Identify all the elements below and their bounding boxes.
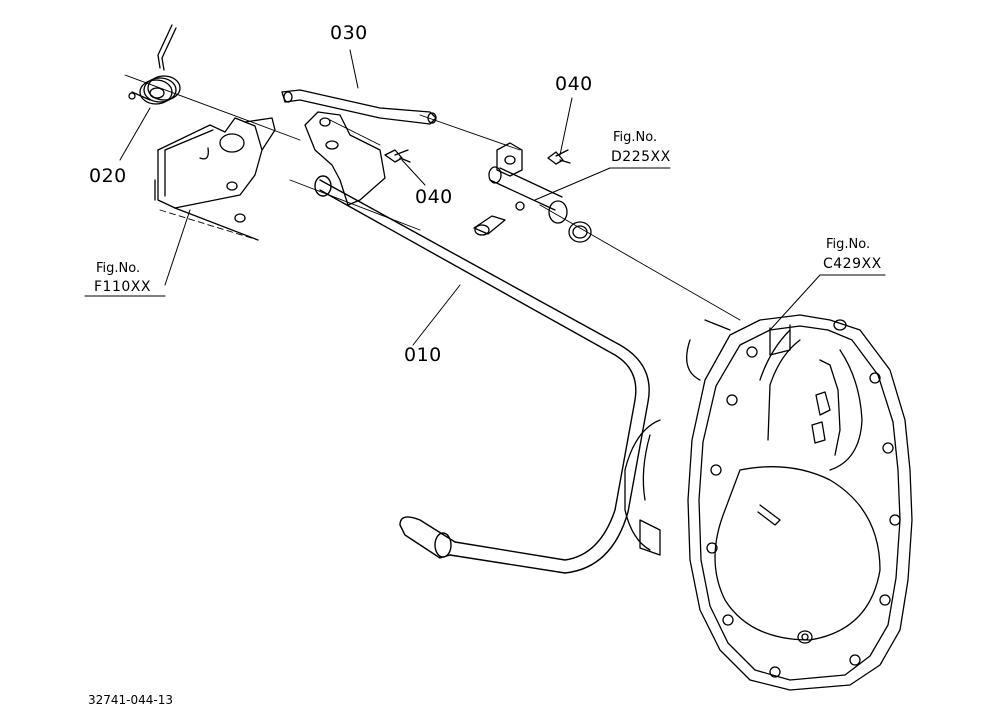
clip-040-mid [384, 149, 411, 163]
clip-040-top [547, 149, 571, 165]
spring-020 [128, 24, 181, 105]
label-010: 010 [404, 344, 442, 366]
housing-c429 [624, 314, 913, 691]
label-040-mid: 040 [415, 186, 453, 208]
ref-d225-number: D225XX [611, 149, 671, 165]
bracket-f110 [154, 117, 276, 241]
ref-f110-caption: Fig.No. [96, 261, 141, 276]
shaft-d225 [473, 142, 592, 243]
ref-c429-caption: Fig.No. [826, 237, 871, 252]
ref-f110-number: F110XX [94, 279, 151, 295]
label-040-top: 040 [555, 73, 593, 95]
leader-lines [84, 49, 886, 346]
label-030: 030 [330, 22, 368, 44]
ref-c429-number: C429XX [823, 256, 882, 272]
drawing-id: 32741-044-13 [88, 693, 174, 707]
ref-d225-caption: Fig.No. [613, 130, 658, 145]
rod-010 [314, 175, 650, 574]
arm-030 [281, 89, 437, 125]
label-020: 020 [89, 165, 127, 187]
lever-plate [304, 111, 386, 206]
